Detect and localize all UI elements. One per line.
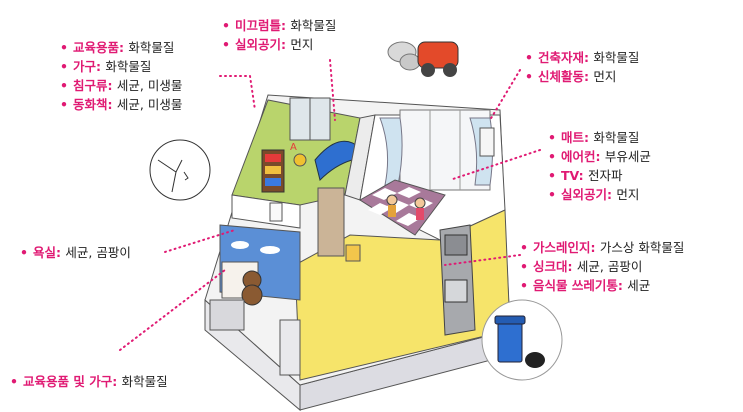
label-item: •동화책: 세균, 미생물 [60, 97, 183, 112]
label-item: •미끄럼틀: 화학물질 [222, 18, 337, 33]
label-group-bottom-left: •교육용품 및 가구: 화학물질 [10, 372, 168, 391]
label-item: •실외공기: 먼지 [222, 37, 314, 52]
toilet [269, 202, 283, 222]
label-item: •교육용품: 화학물질 [60, 40, 175, 55]
gas-range [444, 234, 468, 256]
label-item: •TV: 전자파 [548, 168, 623, 183]
leader-top-right [489, 69, 521, 121]
leader-top-center [329, 59, 336, 121]
air-conditioner [479, 127, 495, 157]
label-item: •신체활동: 먼지 [525, 69, 617, 84]
label-group-top-left: •교육용품: 화학물질 •가구: 화학물질 •침구류: 세균, 미생물 •동화책… [60, 38, 182, 114]
svg-text:A: A [290, 142, 297, 153]
label-item: •음식물 쓰레기통: 세균 [520, 278, 651, 293]
label-item: •교육용품 및 가구: 화학물질 [10, 374, 168, 389]
label-item: •침구류: 세균, 미생물 [60, 78, 183, 93]
label-item: •가스레인지: 가스상 화학물질 [520, 240, 685, 255]
label-item: •에어컨: 부유세균 [548, 149, 651, 164]
leader-top-left [219, 75, 256, 111]
front-door [279, 319, 301, 376]
label-item: •건축자재: 화학물질 [525, 50, 640, 65]
wall-crack-inset [149, 139, 211, 201]
trash-bin-inset [481, 299, 563, 381]
label-item: •실외공기: 먼지 [548, 187, 640, 202]
leader-left [164, 229, 236, 253]
bathroom-floor [231, 194, 301, 229]
label-group-left: •욕실: 세균, 곰팡이 [20, 243, 131, 262]
label-item: •욕실: 세균, 곰팡이 [20, 245, 131, 260]
leader-bottom-left [119, 269, 226, 351]
car-exhaust [387, 41, 459, 77]
door [317, 187, 345, 257]
label-group-bottom-right: •가스레인지: 가스상 화학물질 •싱크대: 세균, 곰팡이 •음식물 쓰레기통… [520, 238, 684, 295]
label-group-top-right: •건축자재: 화학물질 •신체활동: 먼지 [525, 48, 639, 86]
drawer-unit [209, 299, 245, 331]
label-item: •매트: 화학물질 [548, 130, 640, 145]
label-item: •싱크대: 세균, 곰팡이 [520, 259, 643, 274]
label-group-top-center: •미끄럼틀: 화학물질 •실외공기: 먼지 [222, 16, 336, 54]
label-item: •가구: 화학물질 [60, 59, 152, 74]
sink [444, 279, 468, 303]
leader-mid-right [449, 149, 541, 181]
label-group-mid-right: •매트: 화학물질 •에어컨: 부유세균 •TV: 전자파 •실외공기: 먼지 [548, 128, 651, 204]
mat [359, 179, 446, 236]
